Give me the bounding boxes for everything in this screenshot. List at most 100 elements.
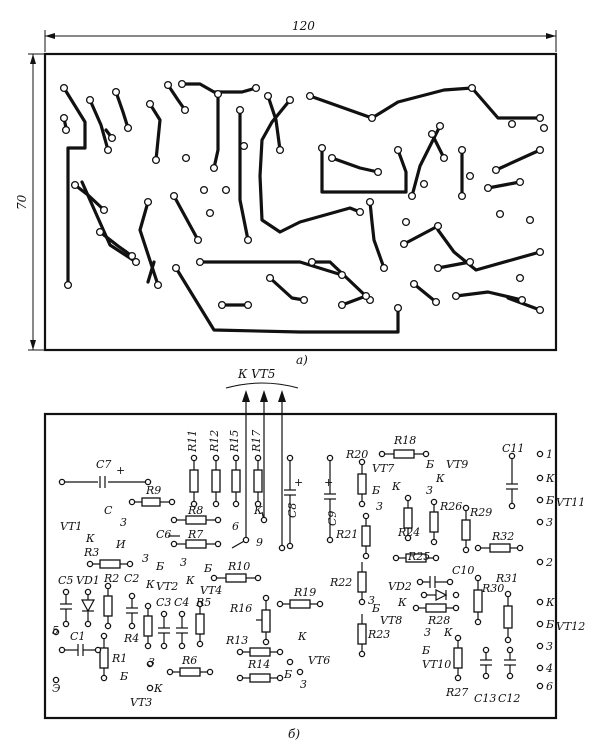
label-r28: R28 [427,614,450,627]
pin-right-b1: Б [545,494,554,507]
pin-right-3b: 3 [546,640,553,653]
label-r8: R8 [187,504,203,517]
pin-b-vt9: Б [425,458,434,471]
label-c8: C8 [286,503,299,518]
pin-k-vt2: К [145,578,155,591]
label-vt12: VT12 [556,620,585,633]
label-r6: R6 [181,654,197,667]
label-vd1: VD1 [76,574,100,587]
label-c1: C1 [70,630,85,643]
label-c12: C12 [498,692,520,705]
label-r9: R9 [145,484,161,497]
pin-x-r17: К [253,504,263,517]
pin-b-vt7: Б [371,484,380,497]
label-vt10: VT10 [422,658,451,671]
label-c8-plus: + [294,476,303,489]
label-vt2: VT2 [156,580,178,593]
label-c4: C4 [174,596,189,609]
label-r30: R30 [481,582,504,595]
pin-b-vt6: Б [283,668,292,681]
pin-right-k2: К [545,596,555,609]
label-vt1: VT1 [60,520,82,533]
pin-9: 9 [256,536,263,549]
label-r16: R16 [229,602,252,615]
height-label: 70 [15,194,29,210]
label-r4: R4 [123,632,139,645]
pin-right-4: 4 [545,662,553,675]
component-placement: К VT5 [43,367,585,741]
board-outline-b [43,412,558,720]
pin-3-vt10: 3 [424,626,431,639]
label-vt6: VT6 [308,654,330,667]
pcb-trace-layout: 120 70 [15,19,558,367]
copper-traces [62,82,542,334]
pin-k-vt9: К [435,472,445,485]
label-r13: R13 [225,634,248,647]
label-r20: R20 [345,448,368,461]
label-c13: C13 [474,692,496,705]
board-outline-a [43,52,558,352]
label-r31: R31 [495,572,518,585]
label-r14: R14 [247,658,270,671]
pin-3-vt3: 3 [148,656,155,669]
label-r3: R3 [83,546,99,559]
pin-b-vt2: Б [155,560,164,573]
width-dimension: 120 [44,19,557,52]
pin-right-6: 6 [546,680,553,693]
label-r10: R10 [227,560,250,573]
pin-c: С [104,504,113,517]
component-labels: C7 + R9 R11 R12 R15 R17 C8 + C9 + R8 R7 … [52,430,585,709]
label-c9-plus: + [324,476,333,489]
label-c10: C10 [452,564,474,577]
label-r32: R32 [491,530,514,543]
kvt5-label: К VT5 [237,367,275,381]
label-c7-plus: + [116,464,125,477]
pin-k-vt7: К [391,480,401,493]
label-vt3: VT3 [130,696,152,709]
pin-k-vt3: К [153,682,163,695]
label-r29: R29 [469,506,492,519]
kvt5-arrows [242,390,286,548]
pin-3-vt4: 3 [180,556,187,569]
pin-3-vt6: 3 [300,678,307,691]
pin-right-2: 2 [545,556,553,569]
label-c11: C11 [502,442,524,455]
pin-right-1: 1 [546,448,553,461]
label-c5: C5 [58,574,73,587]
label-r7: R7 [187,528,203,541]
label-r26: R26 [439,500,462,513]
pin-b-vt4: Б [203,562,212,575]
label-r11: R11 [186,430,199,453]
label-r5: R5 [195,596,211,609]
pin-k-vt1: К [85,532,95,545]
pin-e-left: Э [52,682,60,695]
pin-right-b2: Б [545,618,554,631]
label-r17: R17 [250,430,263,453]
label-c6: C6 [156,528,171,541]
label-r1: R1 [111,652,127,665]
label-r22: R22 [329,576,352,589]
label-vd2: VD2 [388,580,412,593]
pin-k-vt4: К [185,574,195,587]
pin-i: И [115,538,126,551]
label-c7: C7 [96,458,111,471]
label-r18: R18 [393,434,416,447]
label-vt7: VT7 [372,462,394,475]
pin-5-left: 5 [52,624,59,637]
pin-b-vt10: Б [421,644,430,657]
label-c3: C3 [156,596,171,609]
label-vt11: VT11 [556,496,585,509]
pin-k-vt10: К [443,626,453,639]
label-r23: R23 [367,628,390,641]
label-r25: R25 [407,550,430,563]
solder-pads [59,79,549,315]
pin-k-vt8: К [397,596,407,609]
pin-b-vt8: Б [371,602,380,615]
label-r15: R15 [228,430,241,453]
pin-6-r15: 6 [232,520,239,533]
label-vt9: VT9 [446,458,468,471]
pin-right-k1: К [545,472,555,485]
label-vt4: VT4 [200,584,222,597]
label-vt8: VT8 [380,614,402,627]
